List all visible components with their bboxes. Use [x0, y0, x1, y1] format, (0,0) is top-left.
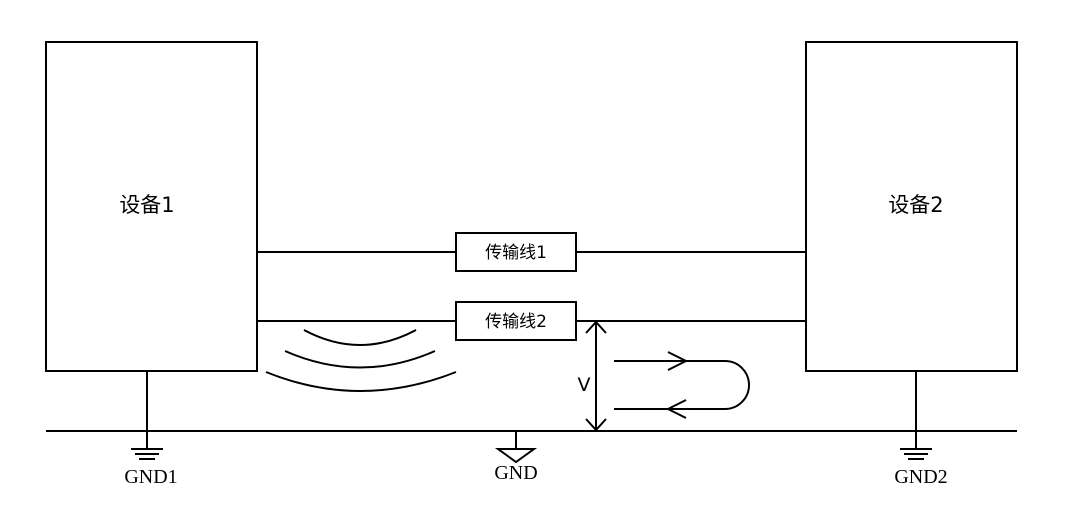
- device1-box: [45, 41, 258, 372]
- line1-label: 传输线1: [485, 243, 547, 263]
- gnd-label: GND: [494, 462, 537, 484]
- gnd1-label: GND1: [124, 466, 177, 488]
- voltage-arrow-icon: [585, 320, 607, 432]
- voltage-label: V: [578, 374, 591, 396]
- line2-label: 传输线2: [485, 312, 547, 332]
- device2-label: 设备2: [888, 193, 943, 217]
- device2-box: [805, 41, 1018, 372]
- device1-label: 设备1: [119, 193, 174, 217]
- gnd2-label: GND2: [894, 466, 947, 488]
- gnd-symbol-icon: [494, 431, 538, 464]
- current-loop-icon: [614, 351, 750, 419]
- gnd2-symbol-icon: [900, 431, 932, 460]
- interference-arcs-icon: [265, 329, 457, 392]
- gnd1-symbol-icon: [131, 431, 163, 460]
